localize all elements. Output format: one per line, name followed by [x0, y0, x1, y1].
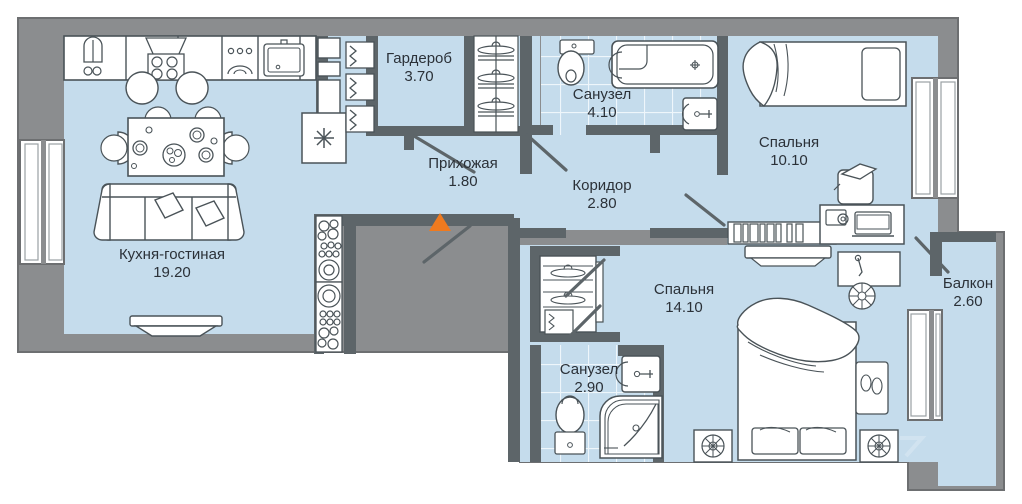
windows	[19, 77, 959, 421]
console-table	[744, 245, 832, 267]
bed-single	[742, 41, 907, 107]
side-table	[837, 251, 901, 287]
bedroom-2-furniture	[539, 255, 899, 463]
television	[129, 315, 223, 337]
cooktop-hood-icon	[144, 37, 188, 81]
door-swing	[684, 193, 726, 227]
bathtub-icon	[608, 40, 719, 89]
decor-plant-icon	[848, 282, 876, 310]
shelf-unit	[315, 215, 343, 353]
washbasin-icon-2	[615, 355, 661, 393]
slippers-icon	[855, 361, 889, 415]
office-chair	[833, 163, 878, 205]
entry-door-marker	[429, 213, 451, 231]
door-swing	[564, 304, 602, 342]
laptop-icon	[852, 211, 894, 237]
watermark	[900, 436, 927, 458]
window	[19, 139, 65, 265]
bedroom-1-furniture	[727, 41, 907, 310]
toilet-icon-2	[554, 395, 586, 455]
bed-double	[736, 297, 860, 461]
washbasin-icon	[681, 97, 718, 131]
dishwasher-icon	[227, 47, 253, 75]
desk	[819, 204, 905, 245]
toilet-icon	[557, 39, 595, 86]
door-swing	[914, 236, 950, 274]
hanging-rail	[473, 35, 519, 133]
dining-table	[100, 71, 250, 177]
nightstand	[693, 429, 733, 463]
washing-machine-icon	[301, 112, 347, 164]
nightstand	[859, 429, 899, 463]
floor-balcony	[938, 238, 996, 486]
door-swing	[564, 258, 606, 298]
shower-cabin-icon	[599, 395, 663, 459]
door-swing	[525, 133, 568, 172]
kitchen-sink-icon	[263, 39, 305, 77]
floor-wardrobe	[378, 36, 464, 136]
door-swings	[412, 133, 950, 342]
bathroom-2-fixtures	[554, 355, 663, 459]
window	[911, 77, 959, 199]
bathroom-1-fixtures	[557, 39, 719, 131]
door-swing	[412, 134, 476, 174]
window	[907, 309, 943, 421]
sofa	[93, 183, 245, 241]
wardrobe-shelves	[345, 41, 375, 133]
door-swing	[422, 224, 472, 264]
refrigerator-icon	[317, 37, 341, 117]
coffee-machine-icon	[83, 36, 103, 76]
floor-corridor	[520, 135, 728, 230]
